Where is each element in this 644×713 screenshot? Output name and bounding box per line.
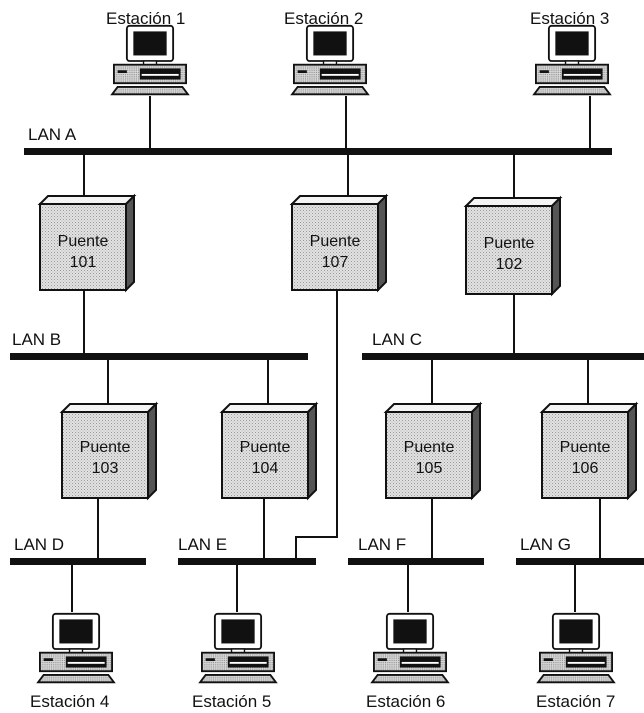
bridge-105: Puente 105 (386, 404, 480, 498)
lan-b-bus (10, 353, 308, 360)
station-6-label: Estación 6 (366, 692, 445, 711)
lan-c-label: LAN C (372, 330, 422, 349)
station-3-computer-icon (534, 26, 610, 94)
station-3-label: Estación 3 (530, 9, 609, 28)
bridge-102: Puente 102 (466, 198, 560, 294)
lan-e-bus (178, 558, 316, 565)
bridge-105-id: 105 (416, 460, 443, 477)
bridge-105-word: Puente (404, 439, 455, 456)
bridge-106: Puente 106 (542, 404, 636, 498)
lan-f-label: LAN F (358, 535, 406, 554)
station-4-label: Estación 4 (30, 692, 109, 711)
bridge-102-id: 102 (496, 256, 523, 273)
station-5-computer-icon (200, 614, 276, 682)
bridge-104: Puente 104 (222, 404, 316, 498)
station-2-label: Estación 2 (284, 9, 363, 28)
station-1-computer-icon (112, 26, 188, 94)
bridge-103: Puente 103 (62, 404, 156, 498)
bridge-104-id: 104 (252, 460, 279, 477)
lan-c-bus (362, 353, 644, 360)
bridge-106-id: 106 (572, 460, 599, 477)
lan-b-label: LAN B (12, 330, 61, 349)
lan-d-bus (10, 558, 146, 565)
lan-f-bus (348, 558, 484, 565)
lan-a-label: LAN A (28, 125, 77, 144)
bridge-103-id: 103 (92, 460, 119, 477)
lan-g-bus (516, 558, 644, 565)
station-5-label: Estación 5 (192, 692, 271, 711)
bridge-106-word: Puente (560, 439, 611, 456)
station-6-computer-icon (372, 614, 448, 682)
bridge-101-word: Puente (58, 233, 109, 250)
bridge-104-word: Puente (240, 439, 291, 456)
bridge-103-word: Puente (80, 439, 131, 456)
lan-d-label: LAN D (14, 535, 64, 554)
lan-e-label: LAN E (178, 535, 227, 554)
bridge-107: Puente 107 (292, 196, 386, 290)
bridge-107-word: Puente (310, 233, 361, 250)
station-2-computer-icon (292, 26, 368, 94)
bridge-101: Puente 101 (40, 196, 134, 290)
station-1-label: Estación 1 (106, 9, 185, 28)
bridge-101-id: 101 (70, 254, 97, 271)
bridge-107-id: 107 (322, 254, 349, 271)
station-7-label: Estación 7 (536, 692, 615, 711)
station-4-computer-icon (38, 614, 114, 682)
station-7-computer-icon (538, 614, 614, 682)
lan-a-bus (24, 148, 612, 155)
lan-g-label: LAN G (520, 535, 571, 554)
bridge-102-word: Puente (484, 235, 535, 252)
